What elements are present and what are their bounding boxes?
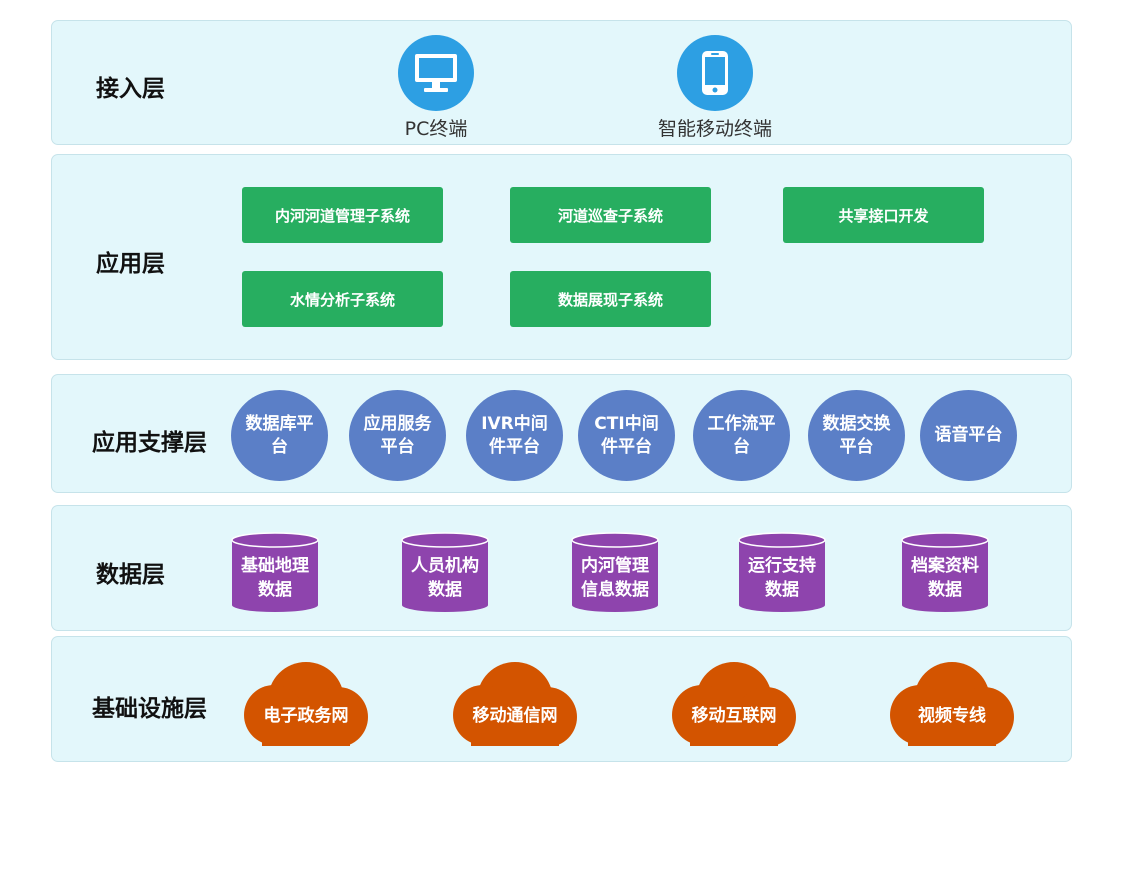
network-video-line: 视频专线	[888, 660, 1016, 746]
app-system-river-management[interactable]: 内河河道管理子系统	[242, 187, 443, 243]
database-cylinder-icon	[738, 532, 826, 612]
database-cylinder-icon	[231, 532, 319, 612]
cloud-icon	[672, 662, 796, 746]
network-label: 电子政务网	[263, 706, 349, 726]
platform-database: 数据库平台	[231, 390, 328, 481]
app-system-river-patrol[interactable]: 河道巡查子系统	[510, 187, 711, 243]
data-store-river-management: 内河管理信息数据	[571, 532, 659, 613]
mobile-terminal-label: 智能移动终端	[657, 118, 772, 140]
data-store-label: 内河管理信息数据	[581, 556, 649, 600]
app-system-data-display[interactable]: 数据展现子系统	[510, 271, 711, 327]
access-layer-title: 接入层	[96, 76, 165, 102]
cloud-icon	[244, 662, 368, 746]
data-store-personnel: 人员机构数据	[401, 532, 489, 613]
platform-workflow: 工作流平台	[693, 390, 790, 481]
smartphone-icon	[702, 51, 728, 95]
database-cylinder-icon	[401, 532, 489, 612]
support-layer-title: 应用支撑层	[92, 430, 207, 456]
network-e-government: 电子政务网	[242, 660, 370, 746]
application-layer-title: 应用层	[96, 251, 165, 277]
application-layer: 应用层 内河河道管理子系统 河道巡查子系统 共享接口开发 水情分析子系统 数据展…	[51, 154, 1072, 360]
data-store-label: 基础地理数据	[241, 556, 309, 600]
database-cylinder-icon	[901, 532, 989, 612]
data-layer: 数据层	[51, 505, 1072, 631]
network-label: 移动互联网	[691, 706, 777, 726]
data-store-operation-support: 运行支持数据	[738, 532, 826, 613]
cloud-icon	[453, 662, 577, 746]
app-system-water-analysis[interactable]: 水情分析子系统	[242, 271, 443, 327]
network-label: 移动通信网	[472, 706, 558, 726]
access-layer: 接入层 PC终端 智能移动终端	[51, 20, 1072, 145]
platform-app-service: 应用服务平台	[349, 390, 446, 481]
network-label: 视频专线	[918, 706, 986, 726]
data-store-basic-geo: 基础地理数据	[231, 532, 319, 613]
data-store-archives: 档案资料数据	[901, 532, 989, 613]
network-mobile-communication: 移动通信网	[451, 660, 579, 746]
platform-cti-middleware: CTI中间件平台	[578, 390, 675, 481]
database-cylinder-icon	[571, 532, 659, 612]
data-store-label: 档案资料数据	[911, 556, 979, 600]
network-mobile-internet: 移动互联网	[670, 660, 798, 746]
monitor-icon	[415, 54, 457, 92]
data-layer-title: 数据层	[96, 562, 165, 588]
cloud-icon	[890, 662, 1014, 746]
infrastructure-layer-title: 基础设施层	[92, 696, 207, 722]
pc-terminal-label: PC终端	[404, 118, 468, 140]
data-store-label: 人员机构数据	[411, 556, 479, 600]
platform-data-exchange: 数据交换平台	[808, 390, 905, 481]
app-system-shared-interface[interactable]: 共享接口开发	[783, 187, 984, 243]
pc-terminal-node	[398, 35, 474, 111]
mobile-terminal-node	[677, 35, 753, 111]
platform-ivr-middleware: IVR中间件平台	[466, 390, 563, 481]
data-store-label: 运行支持数据	[748, 556, 816, 600]
platform-voice: 语音平台	[920, 390, 1017, 481]
